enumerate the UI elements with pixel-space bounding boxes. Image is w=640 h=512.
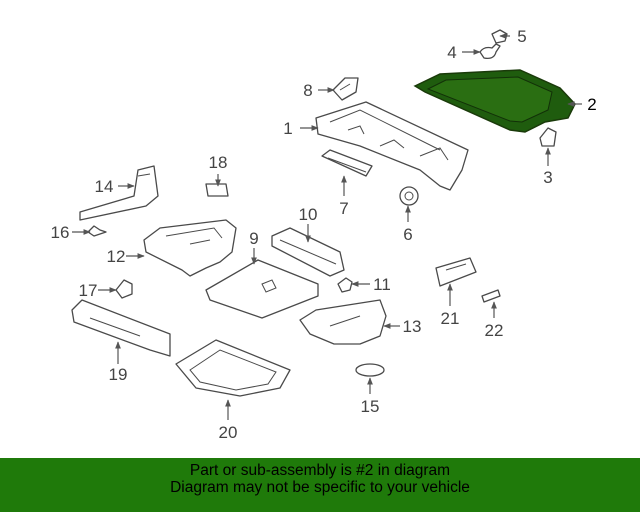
part-8-bracket[interactable] xyxy=(332,77,359,101)
part-15-round-pad[interactable] xyxy=(355,363,385,377)
callout-20[interactable]: 20 xyxy=(219,423,238,442)
callout-17[interactable]: 17 xyxy=(79,281,98,300)
callout-2[interactable]: 2 xyxy=(587,95,596,114)
part-21-bracket[interactable] xyxy=(435,257,477,287)
part-18-plate[interactable] xyxy=(205,183,229,197)
callout-19[interactable]: 19 xyxy=(109,365,128,384)
part-12-left-trim-panel[interactable] xyxy=(143,219,237,277)
callout-numbers: 1 2 3 4 5 6 7 8 9 10 11 12 13 14 15 16 1… xyxy=(51,27,597,442)
part-16-clip[interactable] xyxy=(87,225,107,237)
callout-8[interactable]: 8 xyxy=(303,81,312,100)
callout-9[interactable]: 9 xyxy=(249,229,258,248)
part-10-sill-plate[interactable] xyxy=(271,227,345,277)
callout-22[interactable]: 22 xyxy=(485,321,504,340)
part-14-side-trim[interactable] xyxy=(79,165,159,221)
part-9-floor-mat[interactable] xyxy=(205,259,319,319)
callout-1[interactable]: 1 xyxy=(283,119,292,138)
part-20-trunk-tub[interactable] xyxy=(175,339,291,397)
part-1-rear-shelf[interactable] xyxy=(315,101,469,191)
part-19-trim-rail[interactable] xyxy=(71,299,171,357)
callout-7[interactable]: 7 xyxy=(339,199,348,218)
part-2-package-tray[interactable] xyxy=(413,69,576,133)
part-3-clip[interactable] xyxy=(539,127,557,147)
footer-banner: Part or sub-assembly is #2 in diagram Di… xyxy=(0,458,640,512)
callout-5[interactable]: 5 xyxy=(517,27,526,46)
footer-line-part-info: Part or sub-assembly is #2 in diagram xyxy=(189,462,451,479)
callout-21[interactable]: 21 xyxy=(441,309,460,328)
callout-6[interactable]: 6 xyxy=(403,225,412,244)
part-7-trim-strip[interactable] xyxy=(321,149,373,177)
callout-10[interactable]: 10 xyxy=(299,205,318,224)
part-22-pin[interactable] xyxy=(481,289,501,303)
part-4-push-pin[interactable] xyxy=(479,43,501,60)
callout-13[interactable]: 13 xyxy=(403,317,422,336)
part-11-bolt[interactable] xyxy=(337,277,353,293)
part-6-speaker[interactable] xyxy=(399,186,419,206)
callout-3[interactable]: 3 xyxy=(543,168,552,187)
callout-4[interactable]: 4 xyxy=(447,43,456,62)
footer-line-disclaimer: Diagram may not be specific to your vehi… xyxy=(170,479,470,496)
callout-12[interactable]: 12 xyxy=(107,247,126,266)
leader-lines xyxy=(72,33,582,420)
callout-16[interactable]: 16 xyxy=(51,223,70,242)
part-13-right-trim-panel[interactable] xyxy=(299,299,387,345)
callout-15[interactable]: 15 xyxy=(361,397,380,416)
parts-diagram: 1 2 3 4 5 6 7 8 9 10 11 12 13 14 15 16 1… xyxy=(51,27,597,442)
callout-18[interactable]: 18 xyxy=(209,153,228,172)
callout-11[interactable]: 11 xyxy=(373,275,391,294)
part-17-fastener[interactable] xyxy=(115,279,133,299)
callout-14[interactable]: 14 xyxy=(95,177,114,196)
